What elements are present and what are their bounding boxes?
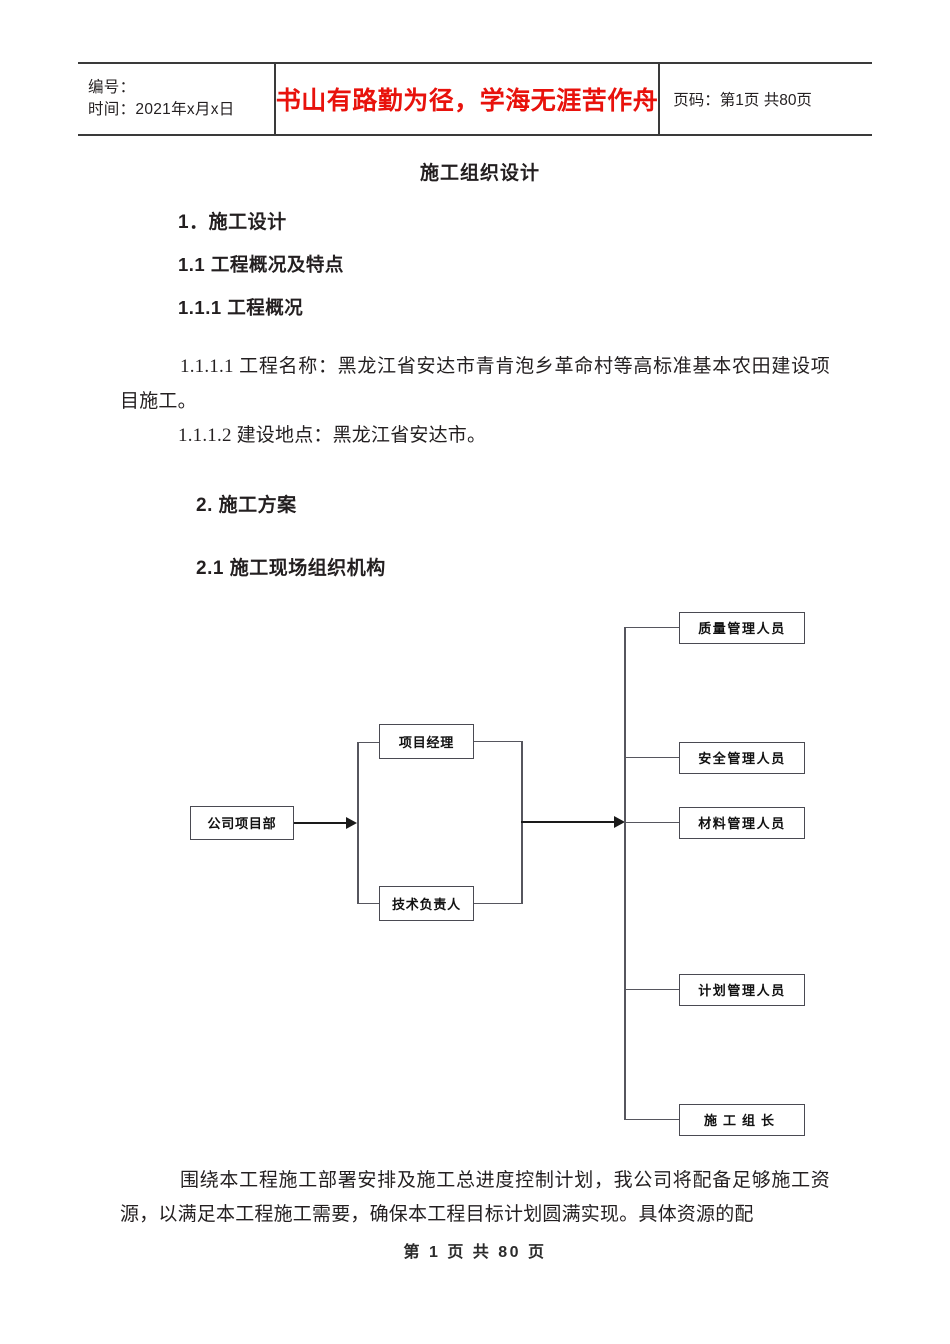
connector-branch-4: [624, 988, 680, 991]
org-node-safety-staff: 安全管理人员: [679, 741, 805, 774]
connector-branch-1: [624, 626, 680, 629]
heading-1-1: 1.1 工程概况及特点: [178, 254, 344, 275]
paragraph-project-name: 1.1.1.1 工程名称：黑龙江省安达市青肯泡乡革命村等高标准基本农田建设项目施…: [120, 356, 830, 412]
header-page-info: 页码：第1页 共80页: [673, 92, 812, 109]
connector-branch-bus: [624, 626, 626, 1120]
header-page-cell: 页码：第1页 共80页: [660, 64, 872, 134]
org-node-material-staff: 材料管理人员: [679, 806, 805, 839]
page-header: 编号： 时间：2021年x月x日 书山有路勤为径，学海无涯苦作舟 页码：第1页 …: [78, 62, 872, 136]
header-code-label: 编号：: [88, 78, 136, 96]
header-time-label: 时间：2021年x月x日: [88, 101, 235, 118]
page-title: 施工组织设计: [419, 163, 540, 184]
org-node-project-manager: 项目经理: [379, 723, 474, 759]
paragraph-project-location: 1.1.1.2 建设地点：黑龙江省安达市。: [178, 425, 487, 447]
header-slogan: 书山有路勤为径，学海无涯苦作舟: [275, 88, 659, 115]
connector-branch-5: [624, 1118, 680, 1121]
header-left-cell: 编号： 时间：2021年x月x日: [78, 64, 276, 134]
connector-left-bus-top: [357, 741, 380, 744]
org-node-construction-leader: 施工组长: [679, 1103, 805, 1136]
org-node-planning-staff: 计划管理人员: [679, 973, 805, 1006]
arrow-middle-to-branches: [614, 815, 625, 828]
connector-branch-2: [624, 756, 680, 759]
heading-2-1: 2.1 施工现场组织机构: [196, 557, 386, 579]
org-chart-diagram: 公司项目部 项目经理 技术负责人: [0, 594, 950, 1164]
arrow-root-to-bus: [346, 816, 357, 829]
connector-pm-right: [474, 740, 523, 743]
heading-1-1-1: 1.1.1 工程概况: [178, 297, 304, 318]
document-body: 施工组织设计 1．施工设计 1.1 工程概况及特点 1.1.1 工程概况 1.1…: [0, 146, 950, 1233]
org-node-technical-lead: 技术负责人: [379, 885, 474, 921]
org-node-quality-staff: 质量管理人员: [679, 611, 805, 644]
connector-middle-to-branches: [521, 820, 616, 823]
org-node-root: 公司项目部: [190, 805, 294, 840]
page-footer: 第 1 页 共 80 页: [0, 1238, 950, 1262]
connector-tl-right: [474, 902, 523, 905]
footer-page-info: 第 1 页 共 80 页: [403, 1244, 547, 1261]
connector-root-to-bus: [294, 821, 348, 824]
paragraph-resources: 围绕本工程施工部署安排及施工总进度控制计划，我公司将配备足够施工资源，以满足本工…: [120, 1169, 830, 1226]
heading-1: 1．施工设计: [178, 212, 287, 233]
connector-branch-3: [624, 821, 680, 824]
header-slogan-cell: 书山有路勤为径，学海无涯苦作舟: [276, 64, 661, 134]
connector-left-bus: [357, 741, 359, 904]
heading-2: 2. 施工方案: [196, 494, 297, 516]
connector-left-bus-bottom: [357, 902, 380, 905]
